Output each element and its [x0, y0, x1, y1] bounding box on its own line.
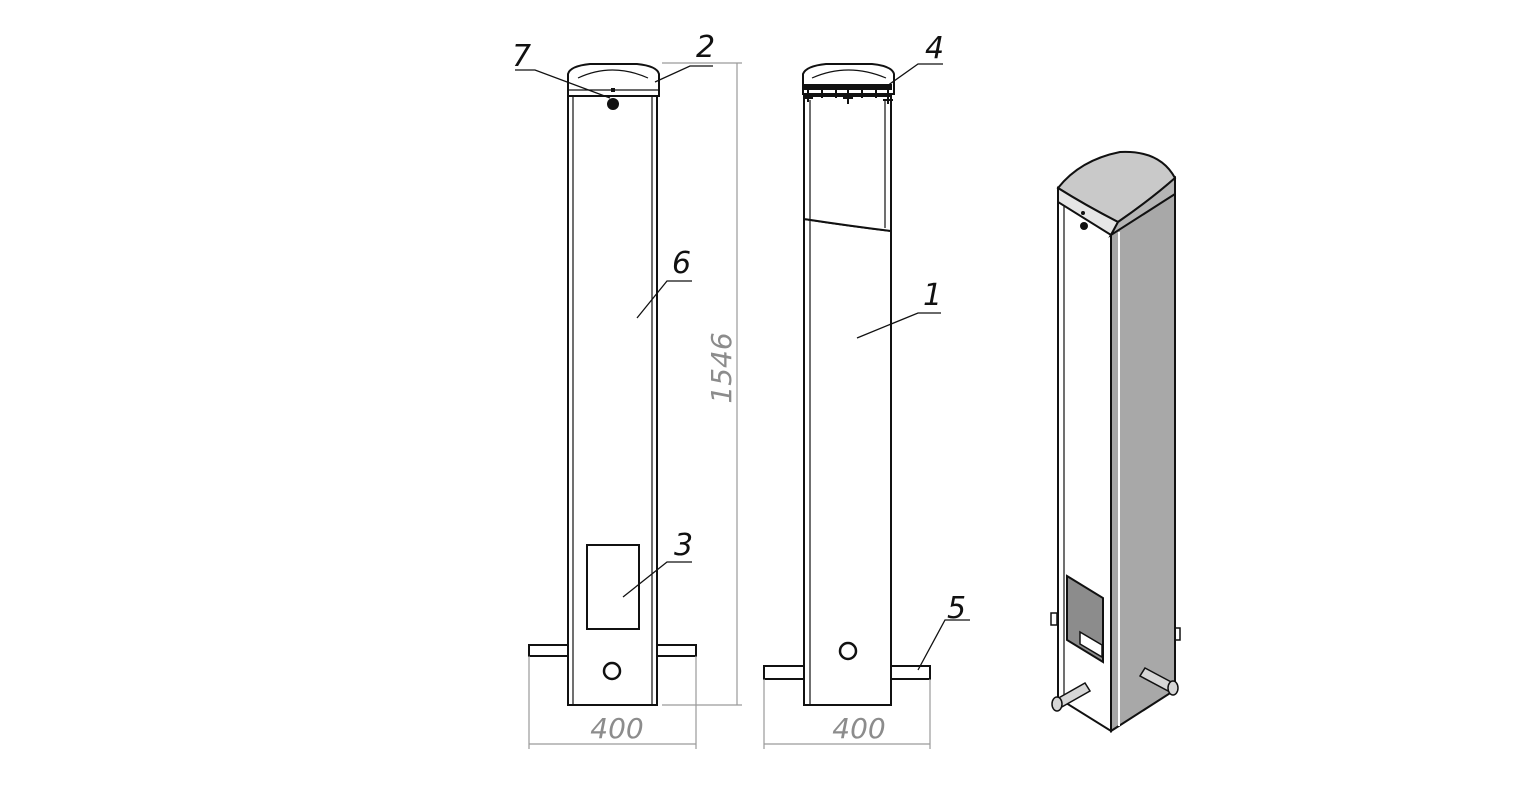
callout-2: 2 [696, 30, 715, 65]
side-view: 4 1 5 400 [763, 31, 970, 749]
side-hole [838, 641, 858, 661]
leader-2 [654, 65, 713, 83]
front-cap [567, 63, 660, 97]
callout-3: 3 [674, 528, 693, 563]
front-lock [607, 98, 619, 110]
front-view: 7 2 6 3 1546 400 [512, 30, 742, 749]
callout-4: 4 [925, 31, 944, 66]
front-lock-slot [611, 88, 615, 92]
callout-1: 1 [923, 278, 942, 313]
iso-lock [1080, 222, 1088, 230]
leader-1 [856, 312, 941, 339]
leader-6 [636, 280, 692, 319]
callout-5: 5 [947, 591, 966, 626]
front-bottom-hole [602, 661, 622, 681]
iso-pin-front-right [1138, 667, 1179, 696]
leader-3 [622, 561, 692, 598]
iso-pin-front-left [1051, 681, 1092, 712]
iso-pin-back-left [1050, 612, 1058, 626]
leader-7 [515, 69, 611, 99]
iso-lock-slot [1081, 211, 1085, 215]
callout-6: 6 [672, 246, 691, 281]
dimension-front-width: 400 [590, 712, 643, 745]
front-cap-curve [577, 69, 649, 79]
side-body [803, 217, 892, 706]
isometric-view [1050, 150, 1181, 733]
leader-5 [917, 619, 970, 671]
side-hinge-bar [804, 84, 892, 90]
side-cap-curve [811, 69, 887, 79]
iso-door-latch [1079, 630, 1103, 659]
side-hinge-clips [803, 88, 893, 104]
front-door [586, 544, 640, 630]
side-upper-panel [803, 95, 892, 233]
dimension-height: 1546 [705, 332, 738, 403]
dimension-side-width: 400 [832, 712, 885, 745]
callout-7: 7 [512, 39, 531, 74]
iso-side-face [1110, 192, 1176, 733]
leader-4 [886, 63, 943, 87]
iso-cap-side [1108, 175, 1176, 238]
